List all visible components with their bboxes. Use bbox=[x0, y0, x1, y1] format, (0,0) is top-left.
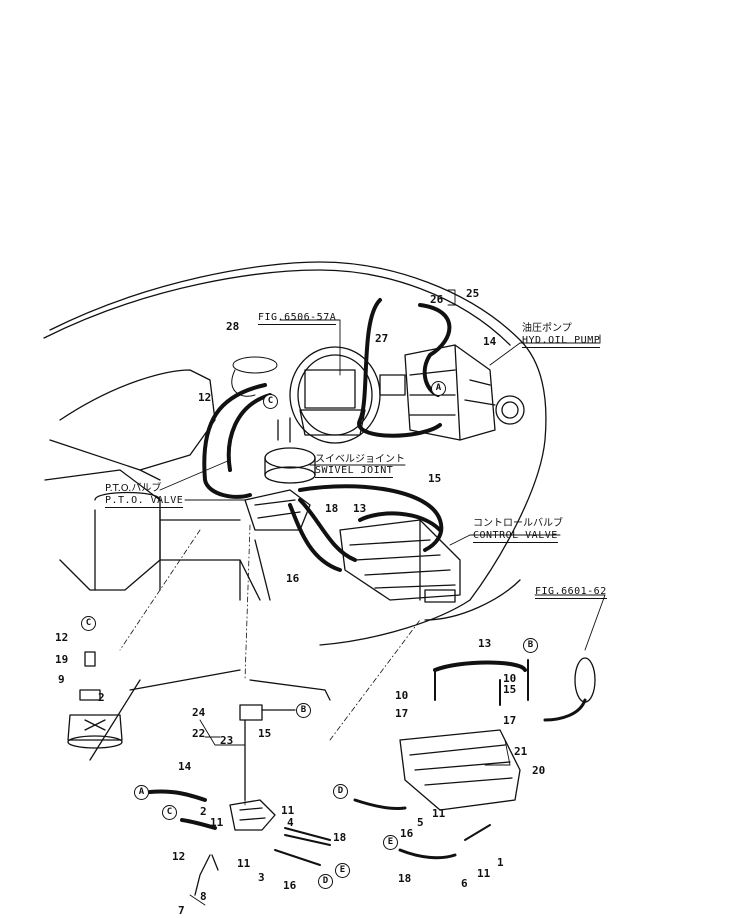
callout-17: 17 bbox=[395, 707, 409, 720]
callout-12: 12 bbox=[55, 631, 69, 644]
callout-24: 24 bbox=[192, 706, 206, 719]
callout-15: 15 bbox=[258, 727, 272, 740]
connection-marker-c: C bbox=[263, 394, 278, 409]
callout-21: 21 bbox=[514, 745, 528, 758]
callout-18: 18 bbox=[333, 831, 347, 844]
connection-marker-c: C bbox=[81, 616, 96, 631]
fig-ref-swivel: FIG.6506-57A bbox=[258, 312, 337, 325]
control-valve-drawing bbox=[339, 519, 461, 603]
connection-marker-b: B bbox=[296, 703, 311, 718]
callout-9: 9 bbox=[58, 673, 65, 686]
callout-14: 14 bbox=[483, 335, 497, 348]
callout-11: 11 bbox=[237, 857, 251, 870]
callout-4: 4 bbox=[287, 816, 294, 829]
callout-11: 11 bbox=[477, 867, 491, 880]
swivel-joint-label: SWIVEL JOINT bbox=[315, 465, 394, 478]
control-valve-label-jp: コントロールバルブ bbox=[473, 518, 563, 529]
connection-marker-e: E bbox=[335, 863, 350, 878]
callout-23: 23 bbox=[220, 734, 234, 747]
connection-marker-d: D bbox=[318, 874, 333, 889]
exploded-control-valve-parts bbox=[353, 657, 596, 860]
callout-16: 16 bbox=[400, 827, 414, 840]
connection-marker-e: E bbox=[383, 835, 398, 850]
hydraulic-pump-drawing bbox=[379, 344, 525, 441]
callout-22: 22 bbox=[192, 727, 206, 740]
callout-12: 12 bbox=[172, 850, 186, 863]
callout-25: 25 bbox=[466, 287, 480, 300]
callout-10: 10 bbox=[503, 672, 517, 685]
callout-13: 13 bbox=[478, 637, 492, 650]
leader-lines bbox=[159, 289, 606, 906]
callout-8: 8 bbox=[200, 890, 207, 903]
callout-12: 12 bbox=[198, 391, 212, 404]
callout-18: 18 bbox=[398, 872, 412, 885]
callout-5: 5 bbox=[417, 816, 424, 829]
center-lines bbox=[119, 524, 421, 806]
pto-valve-label: P.T.O. VALVE bbox=[105, 495, 184, 508]
hose-lines bbox=[202, 298, 452, 572]
callout-20: 20 bbox=[532, 764, 546, 777]
exploded-swivel-parts bbox=[148, 704, 331, 896]
control-valve-label: CONTROL VALVE bbox=[473, 530, 558, 543]
callout-2: 2 bbox=[98, 691, 105, 704]
callout-15: 15 bbox=[503, 683, 517, 696]
callout-28: 28 bbox=[226, 320, 240, 333]
callout-13: 13 bbox=[353, 502, 367, 515]
hose-clamp bbox=[231, 356, 278, 397]
callout-16: 16 bbox=[286, 572, 300, 585]
callout-15: 15 bbox=[428, 472, 442, 485]
callout-16: 16 bbox=[283, 879, 297, 892]
callout-3: 3 bbox=[258, 871, 265, 884]
pto-valve-drawing bbox=[244, 489, 311, 531]
pto-valve-label-jp: P.T.O.バルブ bbox=[105, 483, 162, 494]
callout-11: 11 bbox=[432, 807, 446, 820]
callout-26: 26 bbox=[430, 293, 444, 306]
callout-2: 2 bbox=[200, 805, 207, 818]
callout-7: 7 bbox=[178, 904, 185, 917]
callout-27: 27 bbox=[375, 332, 389, 345]
callout-14: 14 bbox=[178, 760, 192, 773]
callout-10: 10 bbox=[395, 689, 409, 702]
fig-ref-control: FIG.6601-62 bbox=[535, 586, 607, 599]
callout-11: 11 bbox=[281, 804, 295, 817]
callout-11: 11 bbox=[210, 816, 224, 829]
connection-marker-a: A bbox=[134, 785, 149, 800]
callout-18: 18 bbox=[325, 502, 339, 515]
callout-6: 6 bbox=[461, 877, 468, 890]
callout-19: 19 bbox=[55, 653, 69, 666]
callout-17: 17 bbox=[503, 714, 517, 727]
connection-marker-d: D bbox=[333, 784, 348, 799]
callout-1: 1 bbox=[497, 856, 504, 869]
exploded-pto-parts bbox=[67, 651, 123, 749]
machine-frame-outline bbox=[43, 261, 547, 761]
hyd-pump-label: HYD.OIL PUMP bbox=[522, 335, 601, 348]
connection-marker-a: A bbox=[431, 381, 446, 396]
connection-marker-c: C bbox=[162, 805, 177, 820]
swivel-joint-label-jp: スイベルジョイント bbox=[315, 454, 405, 465]
hyd-pump-label-jp: 油圧ポンプ bbox=[522, 323, 572, 334]
connection-marker-b: B bbox=[523, 638, 538, 653]
